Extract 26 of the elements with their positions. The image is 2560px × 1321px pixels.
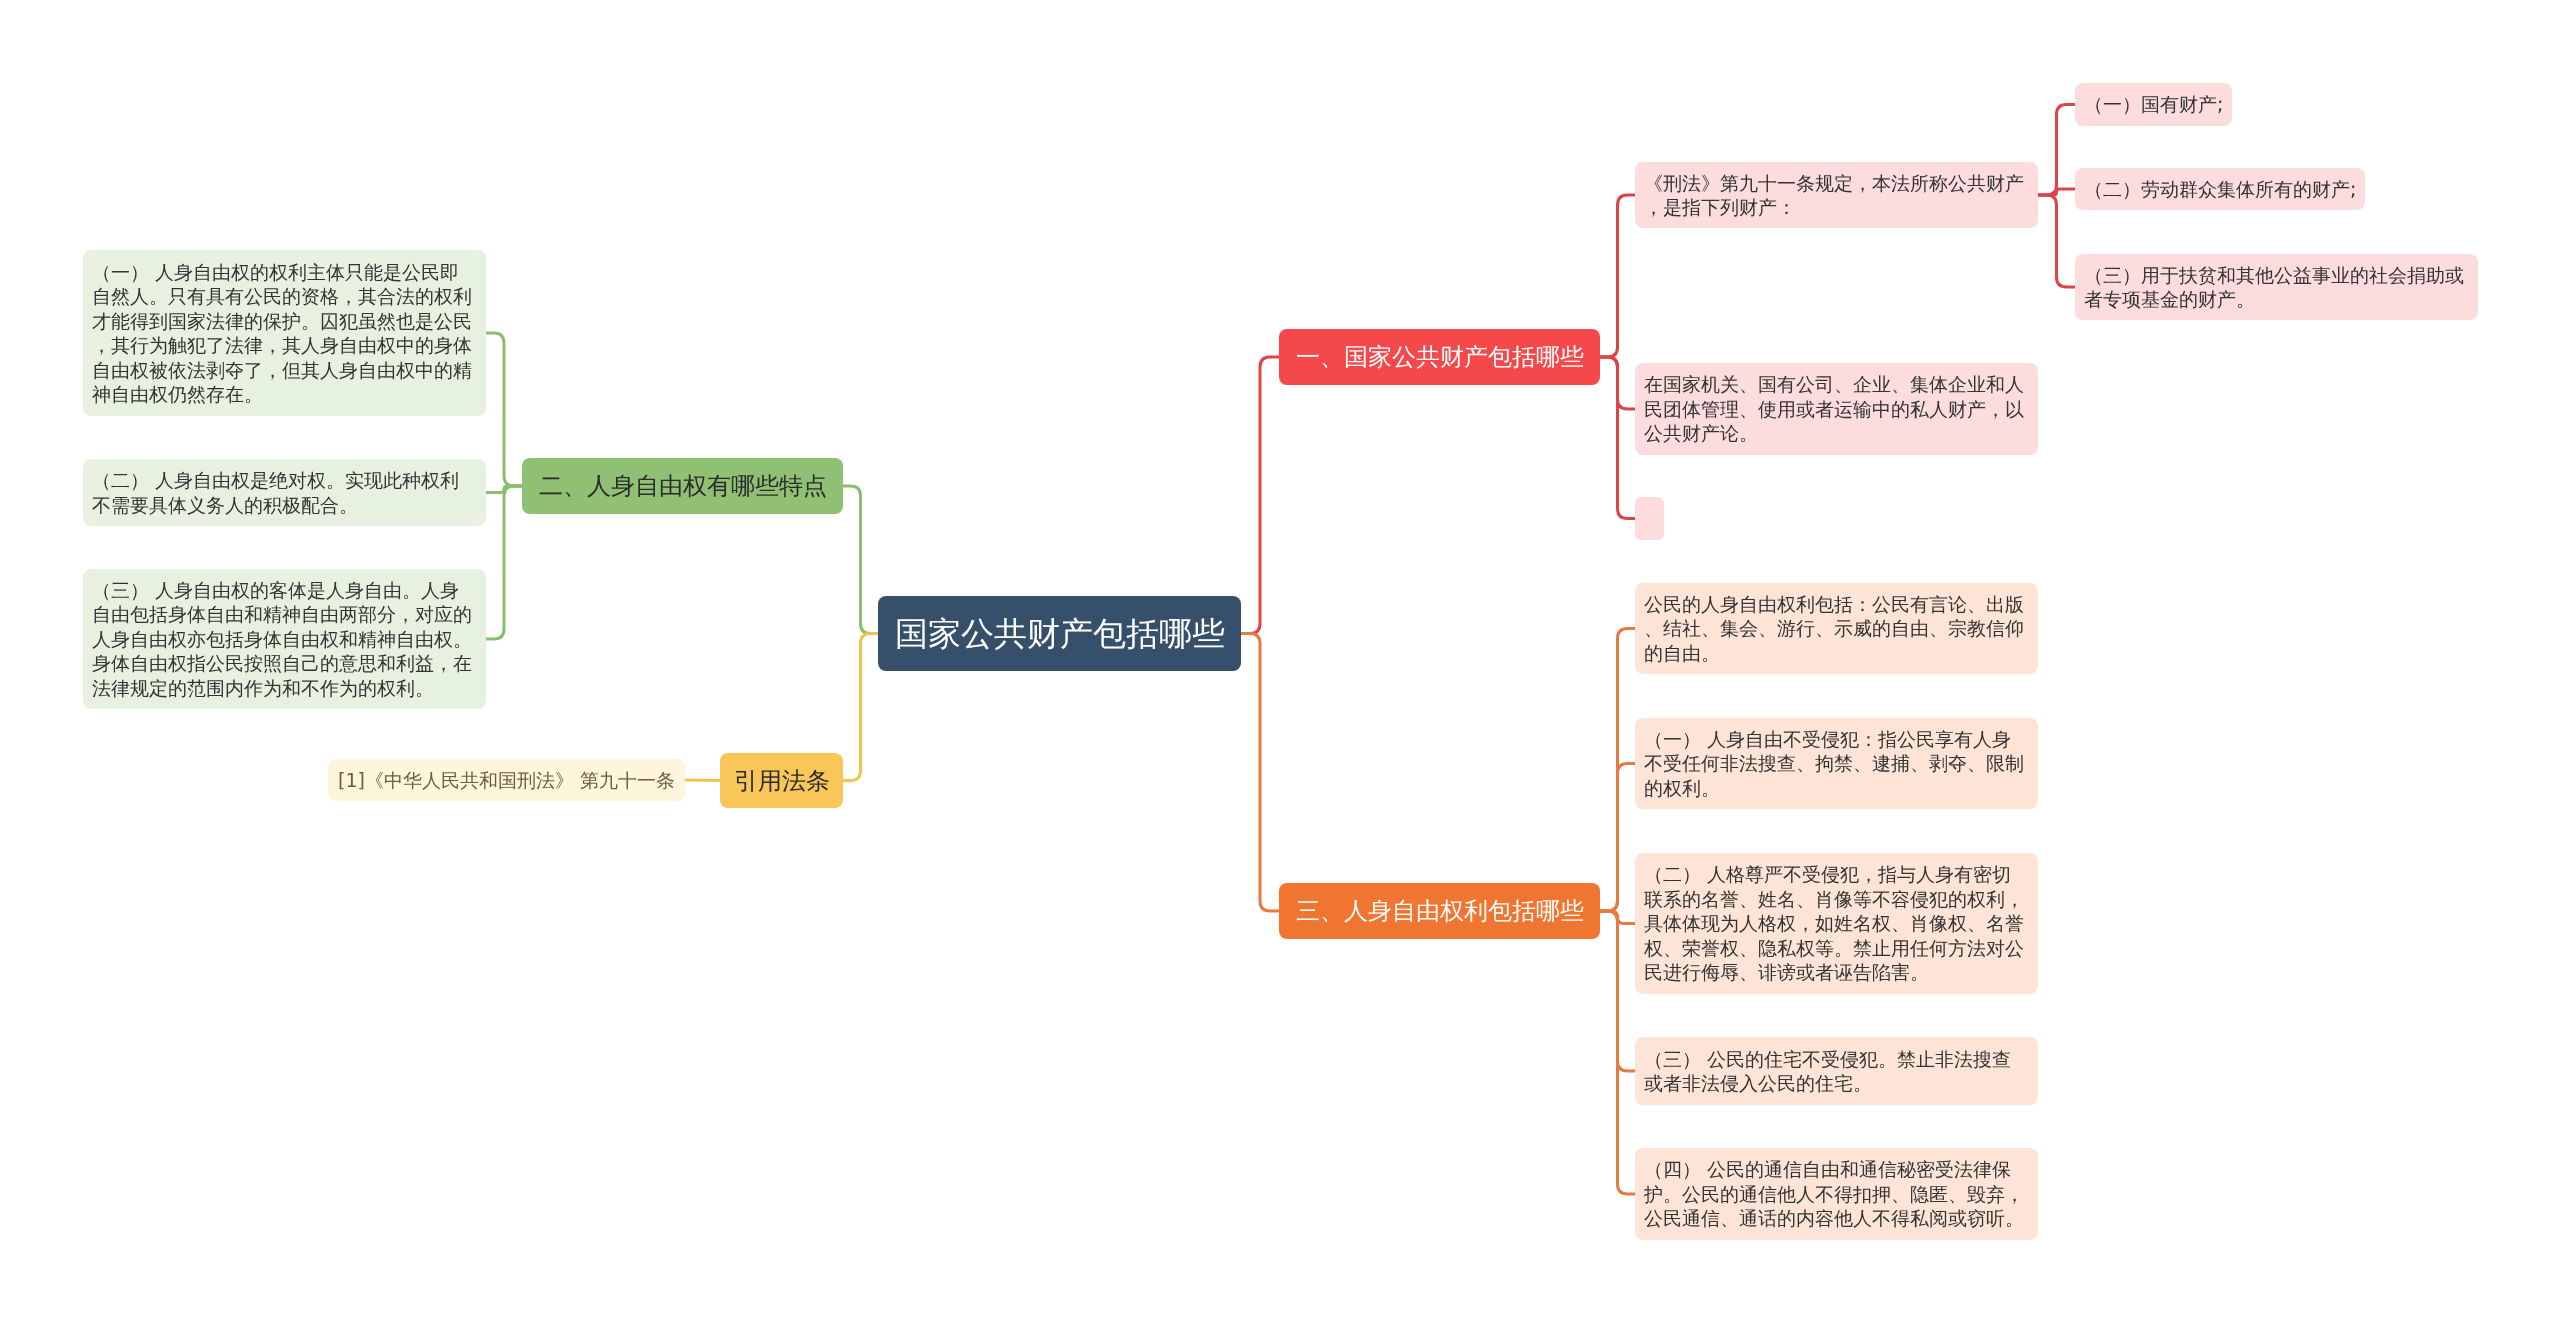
note-box: 在国家机关、国有公司、企业、集体企业和人民团体管理、使用或者运输中的私人财产，以公共财产论。 (1635, 363, 2038, 455)
citation-box: [1]《中华人民共和国刑法》 第九十一条 (328, 759, 685, 801)
note-box: （二） 人格尊严不受侵犯，指与人身有密切联系的名誉、姓名、肖像等不容侵犯的权利，具体体现为人格权，如姓名权、肖像权、名誉权、荣誉权、隐私权等。禁止用任何方法对公民进行侮辱、诽谤或者诬告陷害。 (1635, 853, 2038, 994)
branch-topic: 引用法条 (720, 753, 843, 808)
note-box: （二）劳动群众集体所有的财产; (2075, 168, 2366, 210)
note-box: 《刑法》第九十一条规定，本法所称公共财产，是指下列财产： (1635, 162, 2038, 228)
empty-box (1635, 497, 1664, 540)
note-box: （三）用于扶贫和其他公益事业的社会捐助或者专项基金的财产。 (2075, 254, 2478, 320)
connector-line (1241, 632, 1279, 913)
connector-line (684, 778, 721, 782)
connector-line (2038, 193, 2075, 289)
connector-line (486, 484, 522, 641)
note-box: （三） 公民的住宅不受侵犯。禁止非法搜查或者非法侵入公民的住宅。 (1635, 1037, 2038, 1105)
connector-line (843, 632, 878, 782)
branch-topic: 二、人身自由权有哪些特点 (522, 458, 843, 514)
note-box: （一） 人身自由权的权利主体只能是公民即自然人。只有具有公民的资格，其合法的权利才能得到国家法律的保护。囚犯虽然也是公民，其行为触犯了法律，其人身自由权中的身体自由权被依法剥夺了，但其人身自由权中的精神自由权仍然存在。 (83, 250, 486, 416)
note-box: （三） 人身自由权的客体是人身自由。人身自由包括身体自由和精神自由两部分，对应的人身自由权亦包括身体自由权和精神自由权。身体自由权指公民按照自己的意思和利益，在法律规定的范围内作为和不作为的权利。 (83, 569, 486, 709)
branch-topic: 一、国家公共财产包括哪些 (1279, 329, 1600, 385)
note-box: （二） 人身自由权是绝对权。实现此种权利不需要具体义务人的积极配合。 (83, 459, 486, 526)
connector-line (1600, 909, 1635, 1196)
note-box: 公民的人身自由权利包括：公民有言论、出版、结社、集会、游行、示威的自由、宗教信仰的自由。 (1635, 583, 2038, 674)
central-topic: 国家公共财产包括哪些 (878, 596, 1241, 671)
branch-topic: 三、人身自由权利包括哪些 (1279, 883, 1600, 939)
note-box: （一）国有财产; (2075, 83, 2233, 126)
note-box: （一） 人身自由不受侵犯：指公民享有人身不受任何非法搜查、拘禁、逮捕、剥夺、限制的权利。 (1635, 718, 2038, 809)
note-box: （四） 公民的通信自由和通信秘密受法律保护。公民的通信他人不得扣押、隐匿、毁弃，公民通信、通话的内容他人不得私阅或窃听。 (1635, 1148, 2038, 1240)
